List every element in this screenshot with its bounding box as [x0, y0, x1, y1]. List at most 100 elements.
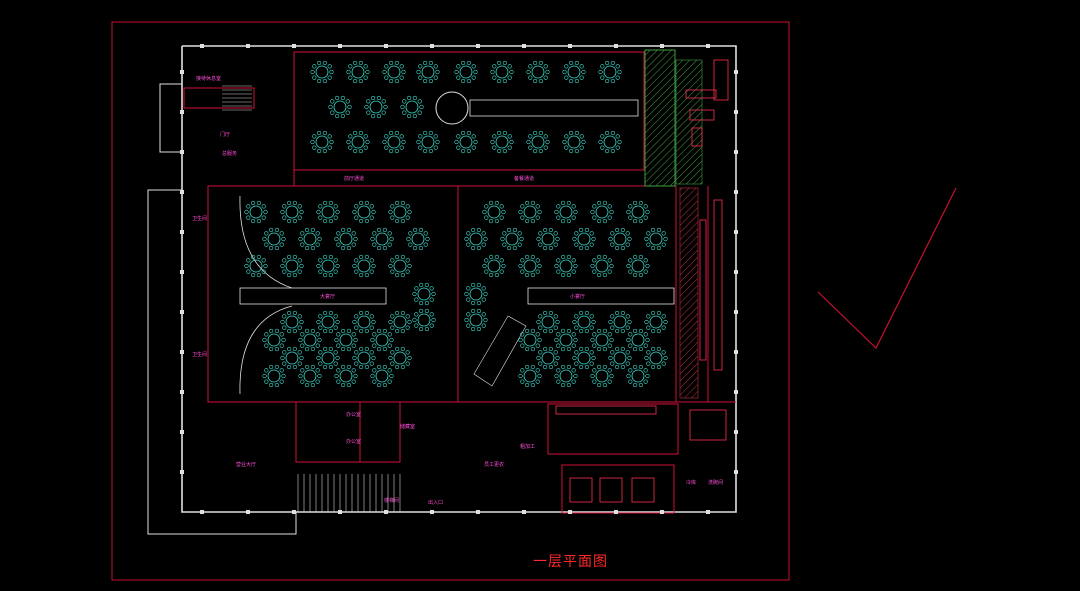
wall-column — [180, 110, 184, 114]
wall-column — [706, 510, 710, 514]
round-table — [298, 364, 322, 388]
wall-column — [476, 510, 480, 514]
wall-column — [180, 190, 184, 194]
wall-column — [180, 230, 184, 234]
round-table — [608, 346, 632, 370]
round-table — [536, 310, 560, 334]
runway — [469, 99, 639, 117]
wall-column — [522, 44, 526, 48]
round-table — [316, 310, 340, 334]
round-table — [244, 254, 268, 278]
wall-column — [200, 44, 204, 48]
round-table — [490, 130, 514, 154]
label-vip-room: 接待休息室 — [196, 75, 221, 82]
label-storage: 储藏室 — [400, 423, 415, 430]
round-table — [526, 60, 550, 84]
wall-column — [180, 470, 184, 474]
back-corridor-hatch — [679, 187, 699, 399]
label-office-2: 办公室 — [346, 438, 361, 445]
wall-column — [292, 44, 296, 48]
round-table — [262, 328, 286, 352]
round-table — [500, 227, 524, 251]
wall-column — [246, 44, 250, 48]
wall-column — [734, 430, 738, 434]
entrance-stair — [297, 474, 401, 512]
round-table — [388, 254, 412, 278]
check-mark — [817, 187, 957, 349]
wall-column — [384, 510, 388, 514]
round-table — [454, 60, 478, 84]
kitchen-hatch-area-2 — [675, 59, 703, 185]
label-kitchen-2: 冷库 — [686, 479, 696, 486]
round-table — [370, 364, 394, 388]
round-table — [388, 310, 412, 334]
wall-column — [734, 110, 738, 114]
round-table — [406, 227, 430, 251]
round-table — [364, 95, 388, 119]
round-table — [536, 227, 560, 251]
wall-column — [734, 70, 738, 74]
exterior-walls — [181, 45, 737, 513]
round-table — [482, 200, 506, 224]
round-table — [590, 364, 614, 388]
wall-column — [734, 270, 738, 274]
round-table — [316, 346, 340, 370]
round-table — [262, 227, 286, 251]
wall-column — [614, 510, 618, 514]
wall-column — [614, 44, 618, 48]
round-table — [518, 364, 542, 388]
round-table — [262, 364, 286, 388]
label-lobby-lower: 总服务 — [222, 150, 237, 157]
round-table — [412, 282, 436, 306]
wall-column — [430, 44, 434, 48]
round-table — [352, 310, 376, 334]
round-table — [280, 310, 304, 334]
wall-column — [476, 44, 480, 48]
round-table — [562, 60, 586, 84]
wall-columns — [180, 44, 738, 514]
round-table — [554, 254, 578, 278]
label-office-1: 办公室 — [346, 411, 361, 418]
round-stage — [435, 91, 469, 125]
round-table — [590, 254, 614, 278]
label-stair: 楼梯间 — [384, 497, 399, 504]
round-table — [346, 60, 370, 84]
round-table — [518, 328, 542, 352]
round-table — [536, 346, 560, 370]
label-toilet-1: 卫生间 — [192, 215, 207, 222]
wall-column — [180, 390, 184, 394]
wall-column — [180, 70, 184, 74]
round-table — [310, 60, 334, 84]
round-table — [590, 328, 614, 352]
round-table — [454, 130, 478, 154]
drawing-frame — [111, 21, 790, 581]
round-table — [400, 95, 424, 119]
curved-screen-lower — [239, 305, 293, 395]
round-table — [334, 364, 358, 388]
wall-column — [568, 510, 572, 514]
label-main-lobby: 营业大厅 — [236, 461, 256, 468]
wall-column — [180, 270, 184, 274]
round-table — [608, 227, 632, 251]
wall-column — [430, 510, 434, 514]
round-table — [352, 254, 376, 278]
wall-column — [384, 44, 388, 48]
round-table — [416, 130, 440, 154]
kitchen-equipment — [555, 59, 729, 503]
round-table — [416, 60, 440, 84]
round-table — [412, 308, 436, 332]
wall-column — [660, 510, 664, 514]
round-table — [490, 60, 514, 84]
room-labels: 接待休息室 门厅 总服务 前厅通道 备餐通道 大宴厅 小宴厅 卫生间 卫生间 办… — [192, 75, 723, 506]
wall-column — [180, 150, 184, 154]
round-table — [370, 227, 394, 251]
wall-column — [568, 44, 572, 48]
label-lobby-upper: 门厅 — [220, 131, 230, 138]
round-table — [562, 130, 586, 154]
stair — [222, 85, 252, 111]
round-table — [590, 200, 614, 224]
wall-column — [706, 44, 710, 48]
wall-column — [734, 310, 738, 314]
left-annex — [147, 83, 297, 535]
wall-column — [180, 430, 184, 434]
